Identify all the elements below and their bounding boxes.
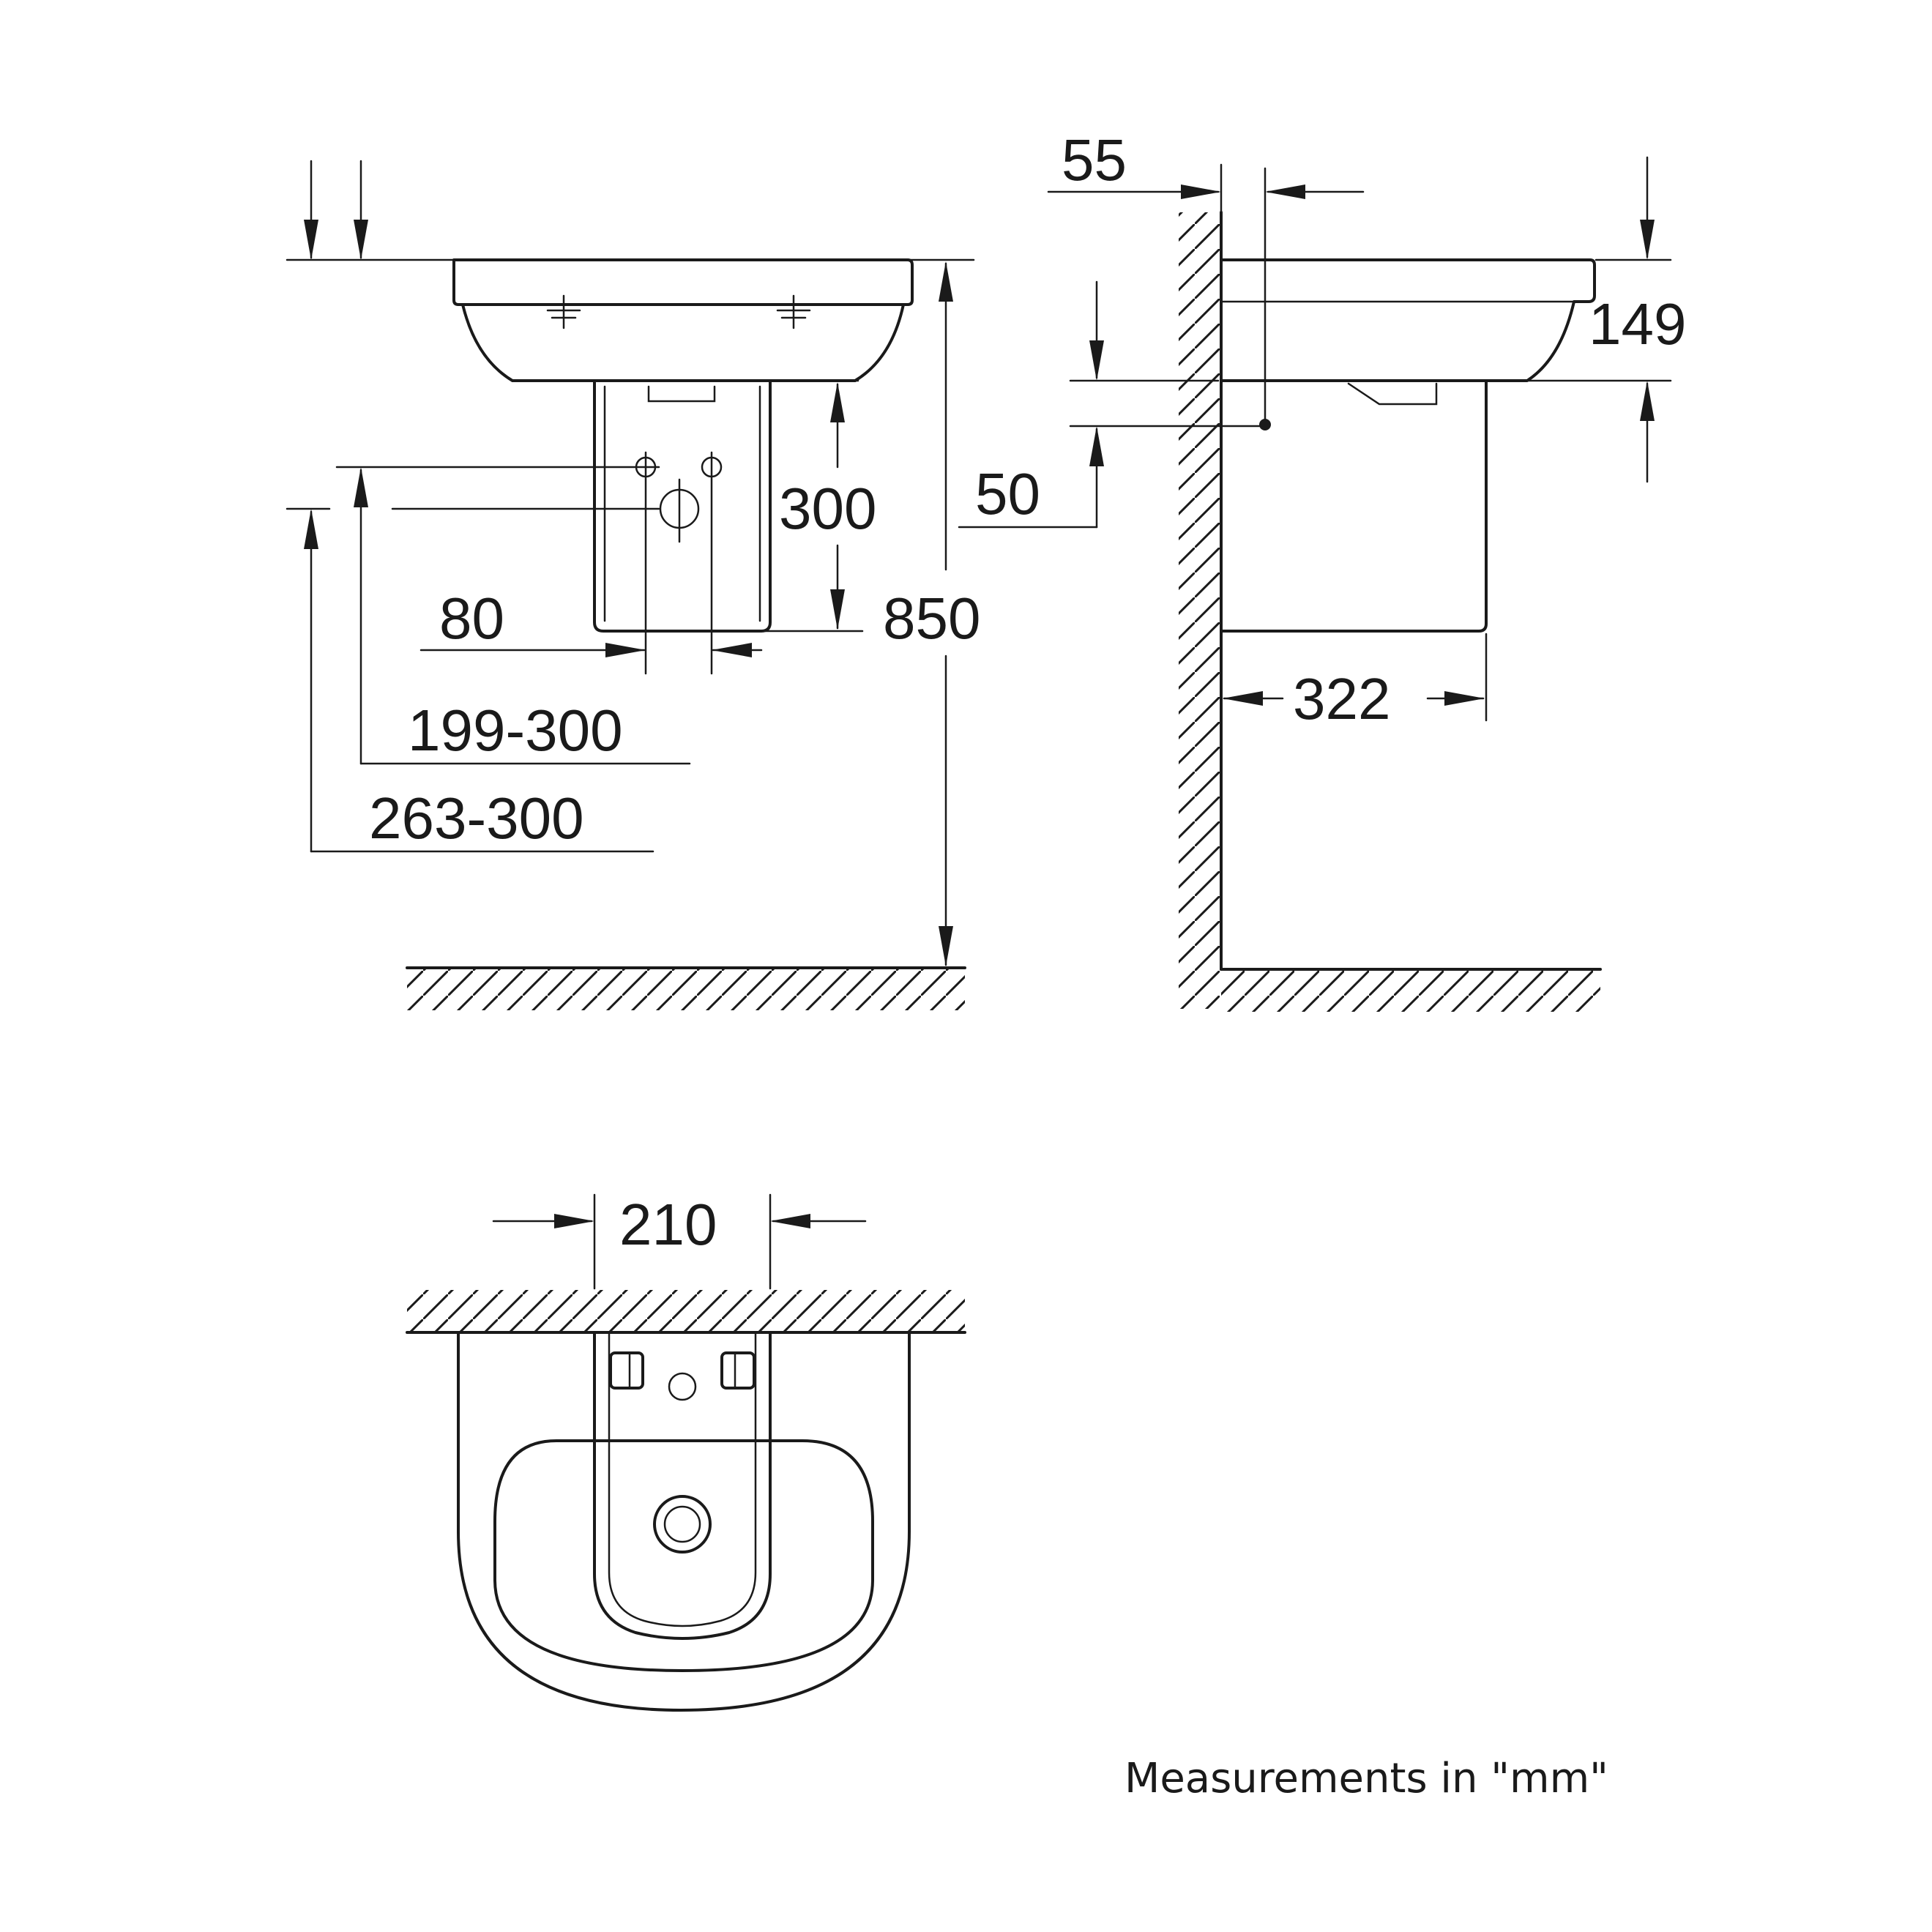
label-basin-depth: 149 [1589, 291, 1686, 357]
side-view [1179, 167, 1602, 1012]
top-basin-outline [457, 1332, 911, 1712]
drain-inner [663, 1505, 701, 1543]
top-view [406, 1290, 966, 1712]
measurement-note: Measurements in "mm" [1124, 1755, 1608, 1802]
front-basin-rim [452, 258, 914, 306]
bracket-right [720, 1351, 756, 1390]
front-basin-bowl [461, 303, 905, 382]
tap-hole-marker-right [776, 294, 811, 329]
label-pedestal-depth: 322 [1293, 666, 1390, 731]
front-floor-hatch [407, 969, 965, 1010]
label-pedestal-height: 300 [779, 476, 876, 541]
label-total-height: 850 [883, 586, 980, 651]
top-dimensions [492, 1193, 867, 1290]
top-supply-hole [668, 1372, 697, 1401]
top-wall-hatch [407, 1290, 965, 1331]
side-pedestal [1220, 379, 1488, 633]
top-basin-bowl [493, 1439, 874, 1672]
front-view [286, 258, 966, 1010]
label-lower-range: 263-300 [369, 786, 584, 851]
side-wall-hatch [1179, 212, 1220, 1009]
side-dimensions [958, 156, 1672, 722]
side-floor-hatch [1221, 971, 1600, 1012]
side-basin [1220, 258, 1596, 382]
label-upper-range: 199-300 [408, 698, 623, 763]
top-pedestal [593, 1332, 772, 1640]
front-pedestal [593, 379, 772, 633]
drain-outer [653, 1495, 712, 1554]
trap-point [1259, 419, 1271, 430]
front-dimensions [286, 160, 975, 966]
bracket-left [609, 1351, 644, 1390]
tap-hole-marker-left [546, 294, 581, 329]
label-pedestal-width: 210 [619, 1192, 717, 1257]
label-trap-offset: 50 [975, 461, 1040, 526]
label-pipe-spacing: 80 [439, 586, 504, 651]
label-wall-offset: 55 [1062, 127, 1127, 193]
